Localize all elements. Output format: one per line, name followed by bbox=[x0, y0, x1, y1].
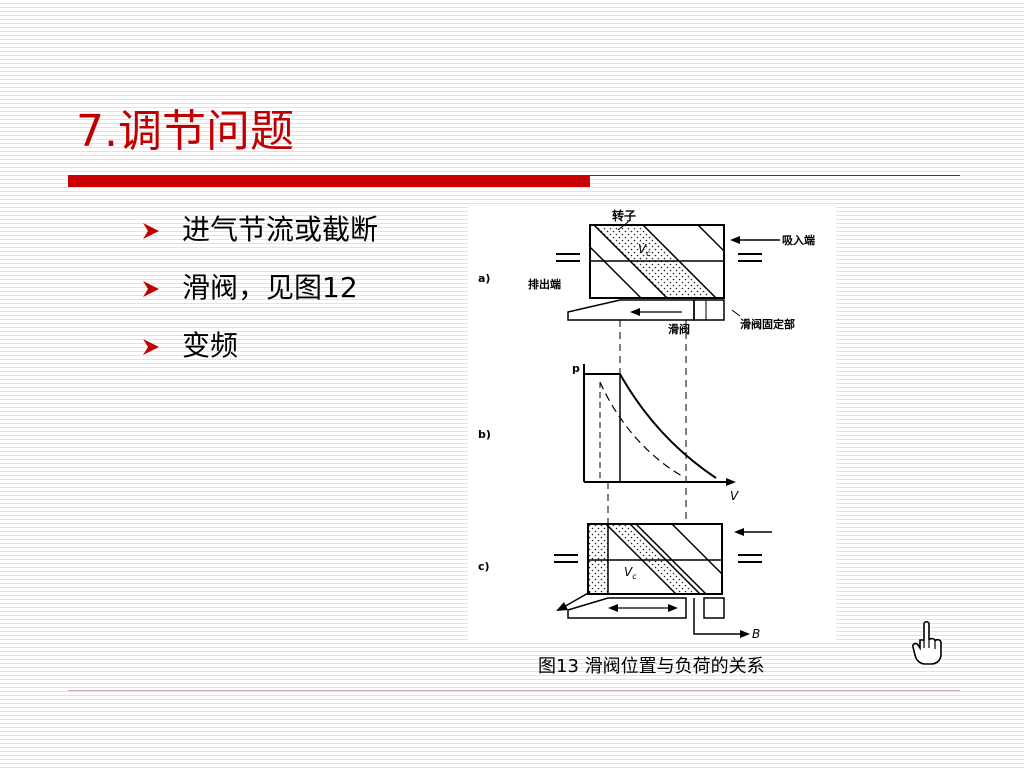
rotor-label: 转子 bbox=[612, 208, 636, 223]
arrow-bullet-icon bbox=[143, 281, 159, 297]
volume-axis-label: V bbox=[730, 489, 739, 503]
footer-divider bbox=[68, 690, 960, 691]
slide-valve-a bbox=[567, 299, 695, 321]
bullet-text: 变频 bbox=[182, 329, 239, 362]
pv-reduced-curve bbox=[599, 381, 683, 477]
slide-valve-fixed-label: 滑阀固定部 bbox=[740, 317, 795, 331]
pressure-axis-label: p bbox=[572, 362, 580, 375]
volume-subscript: c bbox=[632, 572, 637, 581]
panel-label-c: c) bbox=[478, 560, 490, 573]
slide-valve-fixed-c bbox=[703, 597, 725, 619]
slide-valve-fixed-a bbox=[693, 299, 725, 321]
bullet-text: 进气节流或截断 bbox=[182, 213, 379, 246]
title-accent-bar bbox=[68, 175, 590, 187]
arrow-bullet-icon bbox=[143, 339, 159, 355]
slide-valve-figure: a) 转子 Vc 吸入端 排出端 滑阀 滑阀固定部 b) p bbox=[468, 206, 836, 642]
figure-caption: 图13 滑阀位置与负荷的关系 bbox=[538, 656, 765, 677]
arrow-bullet-icon bbox=[143, 223, 159, 239]
slide-valve-label: 滑阀 bbox=[668, 322, 690, 336]
volume-symbol: V bbox=[624, 565, 633, 579]
discharge-arrow-c bbox=[561, 591, 591, 609]
bypass-line bbox=[693, 598, 744, 635]
bullet-item: 滑阀，见图12 bbox=[140, 264, 378, 322]
bullet-list: 进气节流或截断 滑阀，见图12 变频 bbox=[140, 206, 378, 380]
pv-compression-curve bbox=[619, 373, 717, 479]
bypass-label: B bbox=[752, 627, 760, 641]
bullet-text: 滑阀，见图12 bbox=[182, 271, 358, 304]
figure-drawing: a) 转子 Vc 吸入端 排出端 滑阀 滑阀固定部 b) p bbox=[478, 208, 815, 641]
panel-label-b: b) bbox=[478, 428, 491, 441]
bullet-item: 进气节流或截断 bbox=[140, 206, 378, 264]
rotor-housing-c bbox=[587, 523, 723, 595]
slide-valve-c bbox=[567, 597, 687, 619]
volume-label-a: Vc bbox=[638, 242, 651, 258]
volume-subscript: c bbox=[646, 249, 651, 258]
bullet-item: 变频 bbox=[140, 322, 378, 380]
volume-symbol: V bbox=[638, 242, 647, 256]
rotor-c bbox=[588, 524, 722, 594]
volume-label-c: Vc bbox=[624, 565, 637, 581]
slide-title: 7.调节问题 bbox=[76, 106, 294, 157]
title-underline bbox=[590, 175, 960, 176]
suction-label: 吸入端 bbox=[782, 233, 815, 247]
pointing-hand-icon[interactable] bbox=[910, 620, 944, 666]
discharge-label: 排出端 bbox=[528, 277, 561, 291]
panel-label-a: a) bbox=[478, 272, 490, 285]
